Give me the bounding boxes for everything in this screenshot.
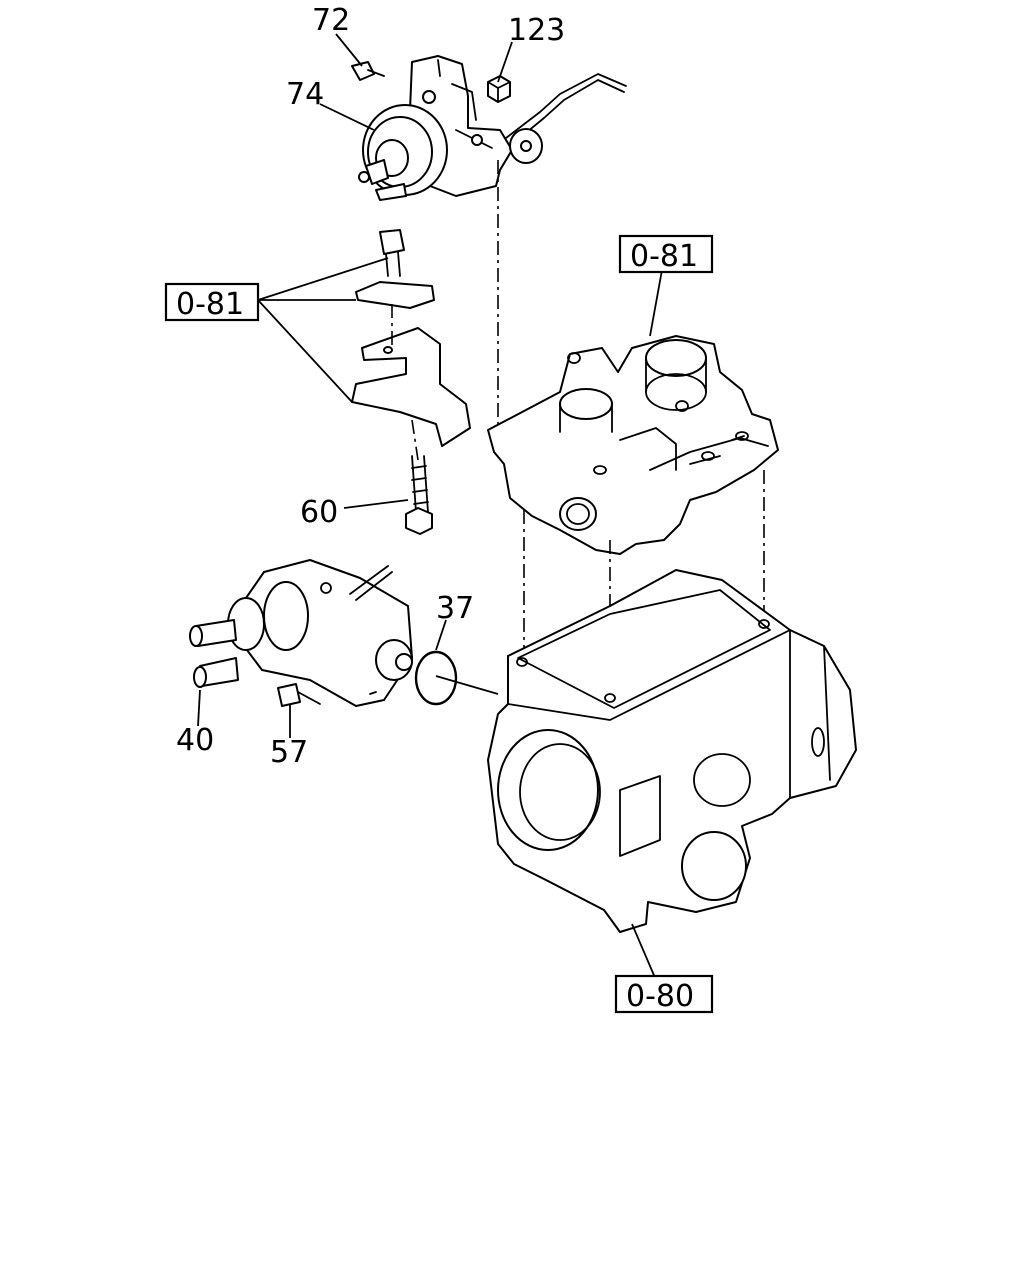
bracket-assembly	[351, 229, 471, 461]
callout-74: 74	[286, 77, 324, 112]
thermo-valve	[189, 559, 413, 707]
vacuum-actuator-assembly	[351, 55, 627, 201]
ref-label-bracket: 0-81	[176, 287, 244, 322]
ref-label-cover: 0-81	[630, 239, 698, 274]
callout-123: 123	[508, 13, 565, 48]
leader-123	[497, 41, 513, 83]
callout-37: 37	[436, 591, 474, 626]
leader-40	[197, 689, 201, 727]
cover-assembly	[487, 335, 779, 555]
leader-bracket-ref	[257, 257, 389, 403]
ref-box-cover	[618, 234, 714, 274]
ref-label-housing: 0-80	[626, 979, 694, 1014]
callout-72: 72	[312, 3, 350, 38]
leader-72	[335, 33, 363, 67]
leader-74	[319, 103, 375, 131]
callout-57: 57	[270, 735, 308, 770]
callout-60: 60	[300, 495, 338, 530]
callout-40: 40	[176, 723, 214, 758]
leader-60	[343, 499, 409, 509]
housing-assembly	[487, 569, 857, 933]
leader-37	[435, 619, 499, 695]
leader-housing-ref	[631, 923, 657, 981]
bolt-60	[405, 455, 433, 535]
ref-box-bracket	[164, 282, 260, 322]
leader-cover-ref	[649, 269, 663, 337]
o-ring-37	[414, 650, 458, 706]
ref-box-housing	[614, 974, 714, 1014]
